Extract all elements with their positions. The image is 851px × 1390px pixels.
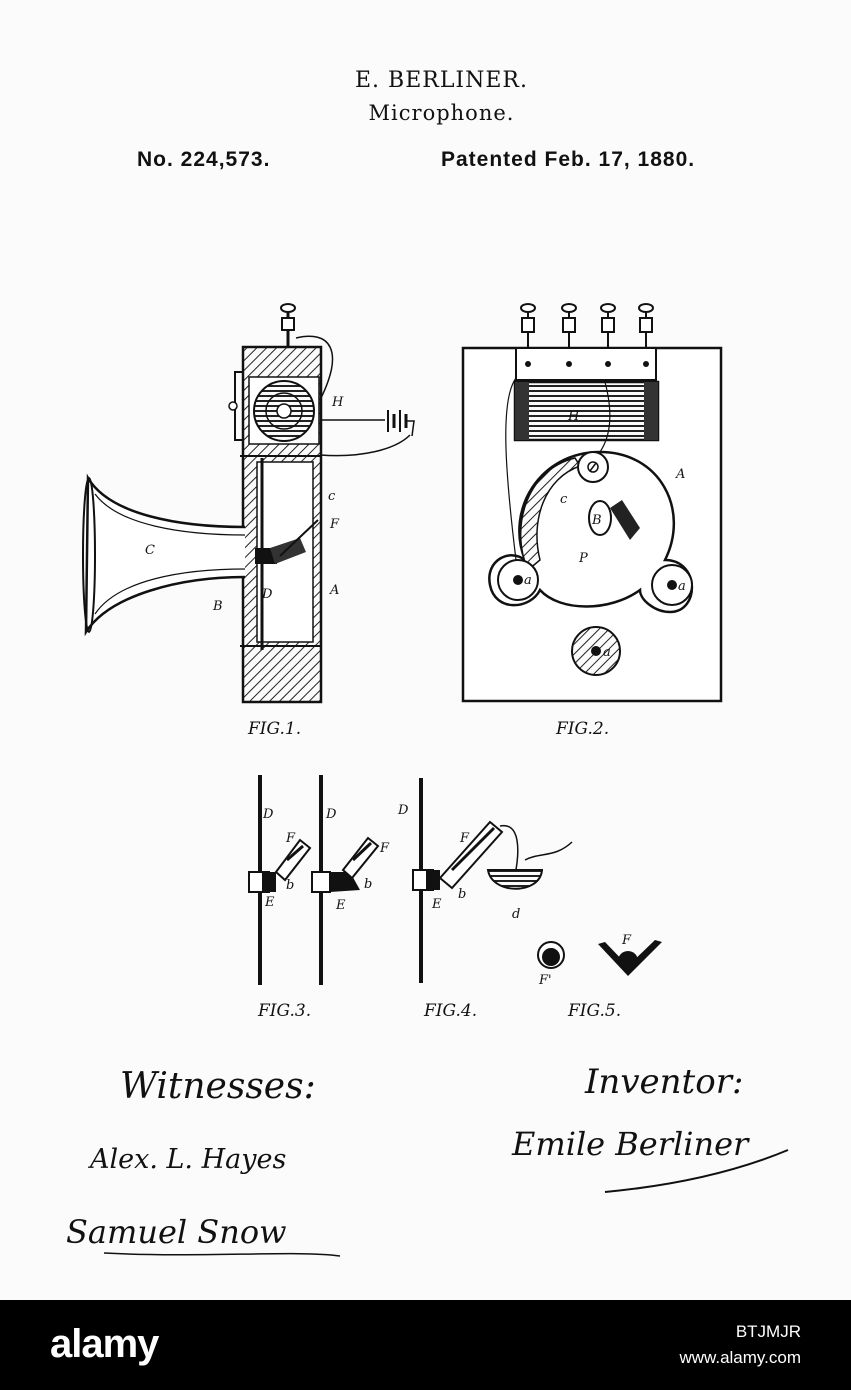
fig1-label-F: F [329, 517, 340, 532]
fig2-label-a1: a [524, 573, 532, 588]
figure-5-drawing [538, 940, 662, 976]
figure-2-drawing [463, 304, 721, 701]
fig2-label-B: B [591, 513, 602, 528]
fig1-label-c: c [328, 489, 336, 504]
figure-5-label: FIG.5. [567, 1001, 621, 1021]
witness-2-signature: Samuel Snow [66, 1213, 286, 1251]
fig1-label-H: H [331, 395, 344, 410]
witnesses-heading: Witnesses: [120, 1066, 316, 1107]
fig1-label-C: C [145, 543, 155, 558]
fig4-label-E: E [431, 897, 442, 912]
witness-1-signature: Alex. L. Hayes [87, 1144, 286, 1175]
witness-2-underline [104, 1253, 340, 1256]
fig2-label-a3: a [603, 645, 611, 660]
fig1-label-B: B [212, 599, 223, 614]
fig2-label-a2: a [678, 579, 686, 594]
fig3-label-b1: b [286, 878, 294, 893]
fig4-label-d: d [512, 907, 520, 922]
fig2-label-H: H [567, 409, 580, 424]
watermark-bar: alamy BTJMJR www.alamy.com [0, 1300, 851, 1390]
figure-1-drawing [83, 304, 414, 702]
fig3-label-F2: F [379, 841, 390, 856]
figure-1-label: FIG.1. [247, 719, 301, 739]
fig4-label-F: F [459, 831, 470, 846]
fig3-label-D1: D [262, 807, 274, 822]
fig3-label-b2: b [364, 877, 372, 892]
figure-4-label: FIG.4. [423, 1001, 477, 1021]
fig4-label-b: b [458, 887, 466, 902]
fig5-label-F: F [621, 933, 632, 948]
patent-drawing: H C c F A B D FIG.1. [0, 0, 851, 1300]
figure-3-label: FIG.3. [257, 1001, 311, 1021]
image-id: BTJMJR [736, 1322, 801, 1342]
inventor-heading: Inventor: [584, 1062, 743, 1102]
figure-2-label: FIG.2. [555, 719, 609, 739]
fig2-label-A: A [675, 467, 685, 482]
alamy-logo: alamy [50, 1322, 158, 1367]
fig3-label-D2: D [325, 807, 337, 822]
fig3-label-E1: E [264, 895, 275, 910]
fig2-label-P: P [578, 551, 588, 566]
fig5-label-Fp: F' [538, 973, 552, 988]
fig3-label-F1: F [285, 831, 296, 846]
fig3-label-E2: E [335, 898, 346, 913]
inventor-signature: Emile Berliner [511, 1125, 750, 1163]
watermark-url: www.alamy.com [679, 1348, 801, 1368]
fig2-label-c: c [560, 492, 568, 507]
fig1-label-D: D [261, 587, 273, 602]
fig1-label-A: A [329, 583, 339, 598]
fig4-label-D: D [397, 803, 409, 818]
